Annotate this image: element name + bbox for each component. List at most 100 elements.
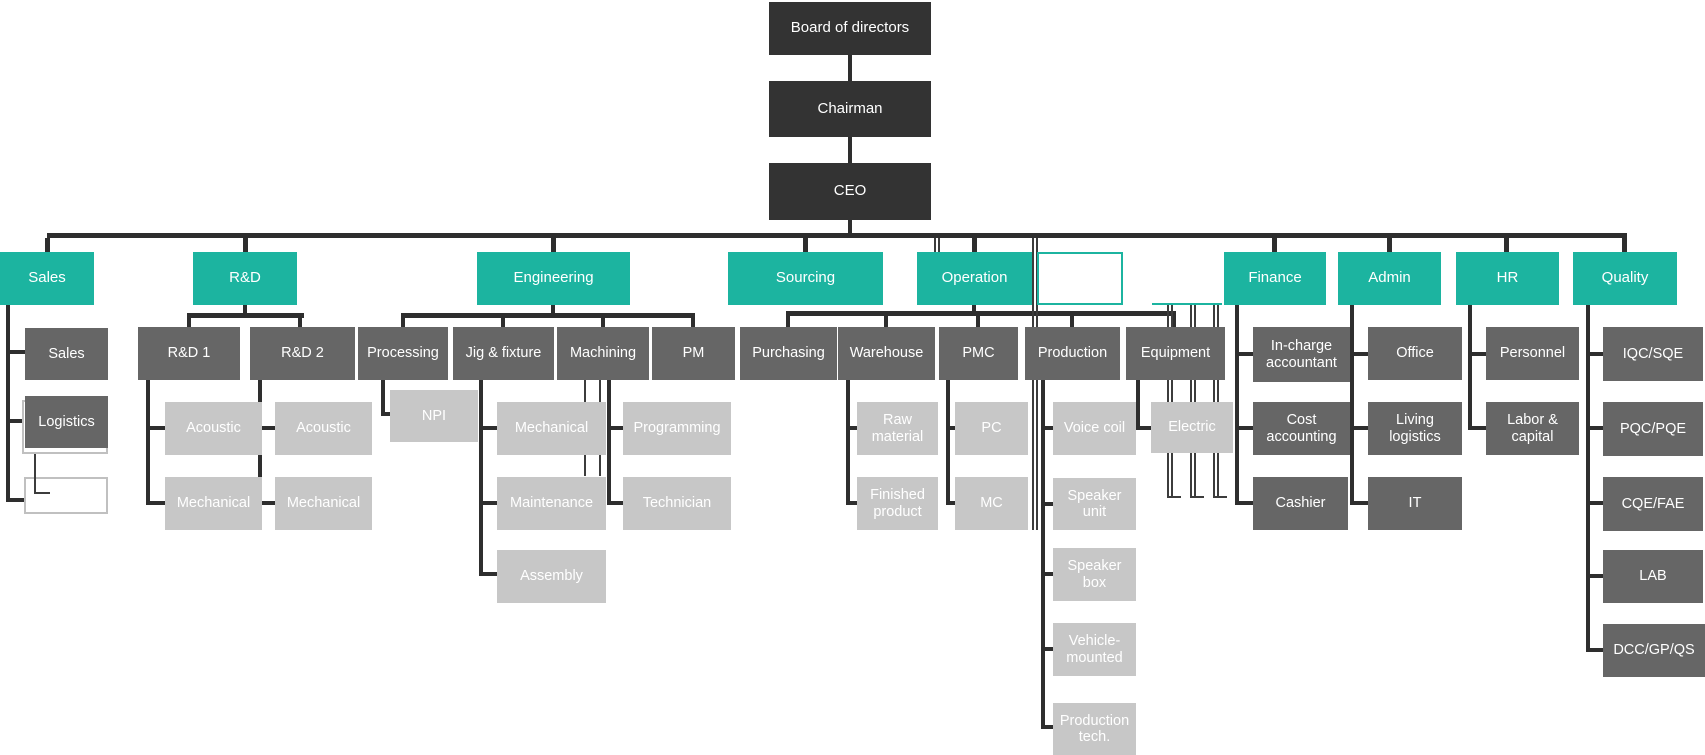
node-personnel: Personnel bbox=[1486, 327, 1579, 380]
node-labor-capital: Labor & capital bbox=[1486, 402, 1579, 455]
connector-machining-stub bbox=[601, 318, 605, 328]
connector-q-c1 bbox=[1586, 352, 1603, 356]
connector-electric-stub bbox=[1136, 426, 1151, 430]
artifact-line bbox=[1194, 303, 1196, 498]
stub-quality bbox=[1622, 238, 1627, 252]
stub-finance bbox=[1272, 238, 1277, 252]
connector-chairman-ceo bbox=[848, 137, 852, 163]
node-empty-box bbox=[24, 477, 108, 514]
node-rnd1-mechanical: Mechanical bbox=[165, 477, 262, 530]
node-finished-product: Finished product bbox=[857, 477, 938, 530]
node-finance-dept: Finance bbox=[1224, 252, 1326, 305]
connector-rnd1-c1 bbox=[146, 426, 165, 430]
node-speaker-box: Speaker box bbox=[1053, 548, 1136, 601]
connector-q-c4 bbox=[1586, 574, 1603, 578]
node-dcc-gp-qs: DCC/GP/QS bbox=[1603, 624, 1705, 677]
connector-sales-child1 bbox=[6, 350, 25, 354]
node-production: Production bbox=[1025, 327, 1120, 380]
node-logistics: Logistics bbox=[25, 396, 108, 448]
connector-mach-c2 bbox=[607, 501, 623, 505]
stub-admin bbox=[1387, 238, 1392, 252]
connector-ceo-rail bbox=[848, 220, 852, 233]
node-voice-coil: Voice coil bbox=[1053, 402, 1136, 455]
connector-operation-feed bbox=[972, 305, 976, 311]
connector-quality-vertical bbox=[1586, 305, 1590, 650]
connector-wh-c2 bbox=[846, 501, 857, 505]
node-cost-accounting: Cost accounting bbox=[1253, 402, 1350, 455]
connector-pm-stub bbox=[691, 318, 695, 328]
connector-sales-vertical bbox=[6, 305, 10, 502]
connector-finance-vertical bbox=[1235, 305, 1239, 503]
node-operation-dept: Operation bbox=[917, 252, 1032, 305]
node-rnd-dept: R&D bbox=[193, 252, 297, 305]
stub-hr bbox=[1504, 238, 1509, 252]
stub-sales bbox=[45, 238, 50, 252]
node-rnd1-acoustic: Acoustic bbox=[165, 402, 262, 455]
node-pc: PC bbox=[955, 402, 1028, 455]
connector-rnd1-vertical bbox=[146, 380, 150, 503]
artifact-line-foot bbox=[1190, 496, 1204, 498]
node-pqc-pqe: PQC/PQE bbox=[1603, 402, 1703, 456]
artifact-line-foot bbox=[1213, 496, 1227, 498]
node-rnd1: R&D 1 bbox=[138, 327, 240, 380]
node-cashier: Cashier bbox=[1253, 477, 1348, 530]
connector-fin-c2 bbox=[1235, 426, 1253, 430]
connector-prod-c1 bbox=[1041, 426, 1053, 430]
artifact-line bbox=[1032, 238, 1034, 530]
connector-operation-rail bbox=[786, 311, 1176, 316]
node-jig-maintenance: Maintenance bbox=[497, 477, 606, 530]
connector-mach-c1 bbox=[607, 426, 623, 430]
connector-pmc-c1 bbox=[946, 426, 955, 430]
artifact-thin-elbow-v bbox=[34, 450, 36, 494]
node-pmc: PMC bbox=[939, 327, 1018, 380]
node-npi: NPI bbox=[390, 390, 478, 442]
node-rnd2-mechanical: Mechanical bbox=[275, 477, 372, 530]
connector-sales-child2 bbox=[6, 419, 25, 423]
connector-admin-vertical bbox=[1350, 305, 1354, 503]
connector-equipment-stub bbox=[1172, 316, 1176, 327]
node-mc: MC bbox=[955, 477, 1028, 530]
connector-processing-vertical bbox=[381, 380, 385, 416]
node-technician: Technician bbox=[623, 477, 731, 530]
connector-fin-c1 bbox=[1235, 352, 1253, 356]
connector-sales-child3 bbox=[6, 498, 24, 502]
node-machining: Machining bbox=[557, 327, 649, 380]
node-pm: PM bbox=[652, 327, 735, 380]
node-equipment: Equipment bbox=[1126, 327, 1225, 380]
connector-fin-c3 bbox=[1235, 501, 1253, 505]
node-raw-material: Raw material bbox=[857, 402, 938, 455]
connector-rnd1-c2 bbox=[146, 501, 165, 505]
node-sales-dept: Sales bbox=[0, 252, 94, 305]
node-warehouse: Warehouse bbox=[838, 327, 935, 380]
connector-main-rail bbox=[47, 233, 1627, 238]
artifact-line bbox=[1171, 303, 1173, 498]
connector-jig-stub bbox=[501, 318, 505, 328]
node-it: IT bbox=[1368, 477, 1462, 530]
node-jig-mechanical: Mechanical bbox=[497, 402, 606, 455]
artifact-line bbox=[1190, 303, 1192, 498]
stub-engineering bbox=[551, 238, 556, 252]
node-chairman: Chairman bbox=[769, 81, 931, 137]
connector-rnd-feed bbox=[243, 305, 247, 313]
node-hr-dept: HR bbox=[1456, 252, 1559, 305]
connector-prod-c4 bbox=[1041, 647, 1053, 651]
connector-rnd2-stub bbox=[298, 318, 302, 328]
node-production-tech: Production tech. bbox=[1053, 703, 1136, 755]
connector-rnd2-c1 bbox=[258, 426, 275, 430]
connector-rnd2-c2 bbox=[258, 501, 275, 505]
node-quality-dept: Quality bbox=[1573, 252, 1677, 305]
connector-prod-c5 bbox=[1041, 725, 1053, 729]
connector-warehouse-vertical bbox=[846, 380, 850, 505]
artifact-thin-elbow-h bbox=[34, 492, 50, 494]
node-jig-fixture: Jig & fixture bbox=[453, 327, 554, 380]
node-jig-assembly: Assembly bbox=[497, 550, 606, 603]
node-in-charge-accountant: In-charge accountant bbox=[1253, 327, 1350, 382]
node-electric: Electric bbox=[1151, 402, 1233, 453]
connector-pmc-vertical bbox=[946, 380, 950, 505]
node-lab: LAB bbox=[1603, 550, 1703, 603]
node-rnd2: R&D 2 bbox=[250, 327, 355, 380]
artifact-line bbox=[934, 238, 936, 252]
connector-wh-c1 bbox=[846, 426, 857, 430]
node-living-logistics: Living logistics bbox=[1368, 402, 1462, 455]
